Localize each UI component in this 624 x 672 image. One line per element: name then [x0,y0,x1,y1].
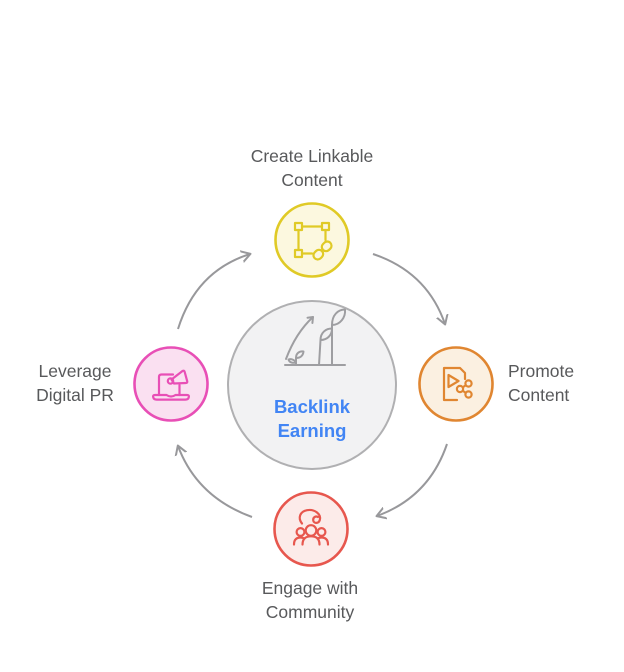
growth-plant-icon [284,308,347,366]
label-engage-with-community: Engage with Community [261,578,359,622]
engage-community-icon [292,508,330,546]
arrow-bottom-to-left [178,446,253,518]
arrow-left-to-top [177,254,250,330]
center-circle [227,300,397,470]
label-promote-content: Promote Content [508,361,575,405]
label-leverage-digital-pr: Leverage Digital PR [36,361,114,405]
arrow-top-to-right [372,253,445,324]
arrow-right-to-bottom [377,443,448,516]
linkable-content-icon [293,221,333,261]
node-create-linkable-content [274,202,350,278]
node-engage-community [273,491,349,567]
leverage-digital-pr-icon [152,369,190,401]
label-backlink-earning: Backlink Earning [273,396,351,441]
label-create-linkable-content: Create Linkable Content [250,146,374,190]
node-circle [418,346,494,422]
node-leverage-digital-pr [133,346,209,422]
node-promote-content [418,346,494,422]
center-hub [227,300,397,470]
promote-content-icon [442,366,473,402]
node-circle [273,491,349,567]
node-circle [274,202,350,278]
